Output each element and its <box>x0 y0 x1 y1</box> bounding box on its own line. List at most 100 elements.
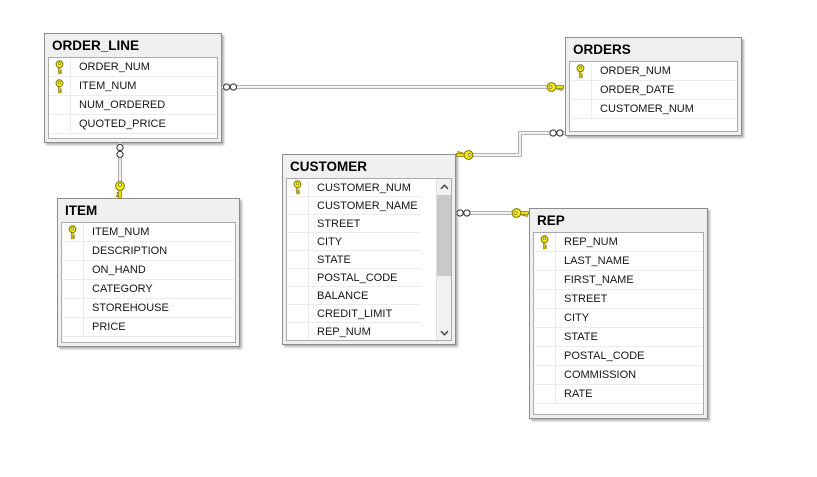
row-icon-cell <box>287 197 309 214</box>
table-row[interactable]: QUOTED_PRICE <box>49 115 217 134</box>
column-name: ORDER_NUM <box>600 65 671 77</box>
scrollbar-track[interactable] <box>437 194 451 325</box>
column-name: CREDIT_LIMIT <box>317 307 393 320</box>
column-name: STATE <box>317 253 351 266</box>
table-title[interactable]: ITEM <box>65 203 98 218</box>
table-row[interactable]: REP_NUM <box>534 233 703 252</box>
table-row[interactable]: BALANCE <box>287 287 421 305</box>
column-name: NUM_ORDERED <box>79 99 166 111</box>
row-icon-cell <box>287 269 309 286</box>
column-name: CITY <box>317 235 343 248</box>
table-row[interactable]: CUSTOMER_NUM <box>570 100 737 119</box>
row-icon-cell <box>62 318 84 336</box>
column-name: STATE <box>564 331 598 343</box>
scroll-down-button[interactable] <box>437 325 451 340</box>
table-title[interactable]: ORDER_LINE <box>52 38 140 53</box>
column-name: CITY <box>564 312 590 324</box>
table-row[interactable]: CUSTOMER_NUM <box>287 179 421 197</box>
table-row[interactable]: STATE <box>534 328 703 347</box>
table-row[interactable]: ON_HAND <box>62 261 235 280</box>
table-row[interactable]: POSTAL_CODE <box>287 269 421 287</box>
table-row[interactable]: LAST_NAME <box>534 252 703 271</box>
column-name: REP_NUM <box>564 236 618 248</box>
table-row[interactable]: CITY <box>534 309 703 328</box>
one-end-key-icon <box>115 181 125 199</box>
table-row[interactable]: CUSTOMER_NAME <box>287 197 421 215</box>
column-name: CUSTOMER_NUM <box>600 103 694 115</box>
column-name: PRICE <box>92 321 126 333</box>
table-order-line[interactable]: ORDER_LINE ORDER_NUM ITEM_NUM NUM_ORDERE… <box>44 33 222 143</box>
one-end-key-icon <box>511 208 529 218</box>
row-icon-cell <box>534 271 556 289</box>
relationship-orders-customer[interactable] <box>456 129 566 160</box>
table-item[interactable]: ITEM ITEM_NUM DESCRIPTION ON_HAND CATEGO… <box>57 198 240 347</box>
table-row[interactable]: DESCRIPTION <box>62 242 235 261</box>
table-row[interactable]: NUM_ORDERED <box>49 96 217 115</box>
column-name: CATEGORY <box>92 283 153 295</box>
table-row[interactable]: STREET <box>287 215 421 233</box>
row-icon-cell <box>49 96 71 114</box>
primary-key-icon <box>62 223 84 241</box>
row-icon-cell <box>534 290 556 308</box>
one-end-key-icon <box>456 150 474 160</box>
column-name: BALANCE <box>317 289 369 302</box>
table-row[interactable]: POSTAL_CODE <box>534 347 703 366</box>
column-name: STREET <box>317 217 361 230</box>
table-row[interactable]: ORDER_NUM <box>49 58 217 77</box>
table-row[interactable]: STREET <box>534 290 703 309</box>
primary-key-icon <box>534 233 556 251</box>
table-title[interactable]: ORDERS <box>573 42 631 57</box>
row-icon-cell <box>62 242 84 260</box>
relationship-line[interactable] <box>473 131 565 157</box>
column-name: ON_HAND <box>92 264 146 276</box>
customer-scrollbar[interactable] <box>436 179 451 340</box>
many-end-infinity-icon <box>222 83 238 91</box>
row-icon-cell <box>287 305 309 322</box>
table-row[interactable]: ITEM_NUM <box>62 223 235 242</box>
many-end-infinity-icon <box>456 209 471 217</box>
table-grid: ITEM_NUM DESCRIPTION ON_HAND CATEGORY ST… <box>61 222 236 343</box>
table-row[interactable]: ITEM_NUM <box>49 77 217 96</box>
table-row[interactable]: STOREHOUSE <box>62 299 235 318</box>
table-title[interactable]: REP <box>537 213 565 228</box>
table-row[interactable]: PRICE <box>62 318 235 337</box>
row-icon-cell <box>287 323 309 340</box>
table-row[interactable]: ORDER_NUM <box>570 62 737 81</box>
table-row[interactable]: FIRST_NAME <box>534 271 703 290</box>
table-customer[interactable]: CUSTOMER CUSTOMER_NUM CUSTOMER_NAME STRE… <box>282 154 456 345</box>
row-icon-cell <box>534 366 556 384</box>
table-grid: ORDER_NUM ORDER_DATE CUSTOMER_NUM <box>569 61 738 132</box>
table-row[interactable]: STATE <box>287 251 421 269</box>
relationship-orderline-item[interactable] <box>115 143 125 199</box>
row-icon-cell <box>570 100 592 118</box>
table-row[interactable]: CATEGORY <box>62 280 235 299</box>
table-row[interactable]: ORDER_DATE <box>570 81 737 100</box>
table-row[interactable]: RATE <box>534 385 703 404</box>
column-name: ITEM_NUM <box>79 80 137 92</box>
column-name: RATE <box>564 388 593 400</box>
column-name: CUSTOMER_NUM <box>317 181 411 194</box>
scroll-up-button[interactable] <box>437 179 451 194</box>
row-icon-cell <box>534 347 556 365</box>
relationship-customer-rep[interactable] <box>456 208 529 218</box>
column-name: COMMISSION <box>564 369 637 381</box>
table-row[interactable]: CITY <box>287 233 421 251</box>
column-name: LAST_NAME <box>564 255 630 267</box>
table-rep[interactable]: REP REP_NUM LAST_NAME FIRST_NAME STREET <box>529 208 708 419</box>
table-title[interactable]: CUSTOMER <box>290 159 368 174</box>
column-name: POSTAL_CODE <box>564 350 645 362</box>
table-orders[interactable]: ORDERS ORDER_NUM ORDER_DATE CUSTOMER_NUM <box>565 37 742 136</box>
column-name: POSTAL_CODE <box>317 271 398 284</box>
table-row[interactable]: REP_NUM <box>287 323 421 340</box>
scrollbar-thumb[interactable] <box>437 195 451 277</box>
row-icon-cell <box>62 261 84 279</box>
relationship-orderline-orders[interactable] <box>222 82 564 92</box>
table-row[interactable]: COMMISSION <box>534 366 703 385</box>
table-grid: CUSTOMER_NUM CUSTOMER_NAME STREET CITY S… <box>286 178 452 341</box>
row-icon-cell <box>62 280 84 298</box>
table-grid: ORDER_NUM ITEM_NUM NUM_ORDERED QUOTED_PR… <box>48 57 218 139</box>
table-row[interactable]: CREDIT_LIMIT <box>287 305 421 323</box>
many-end-infinity-icon <box>549 129 564 137</box>
column-name: FIRST_NAME <box>564 274 634 286</box>
